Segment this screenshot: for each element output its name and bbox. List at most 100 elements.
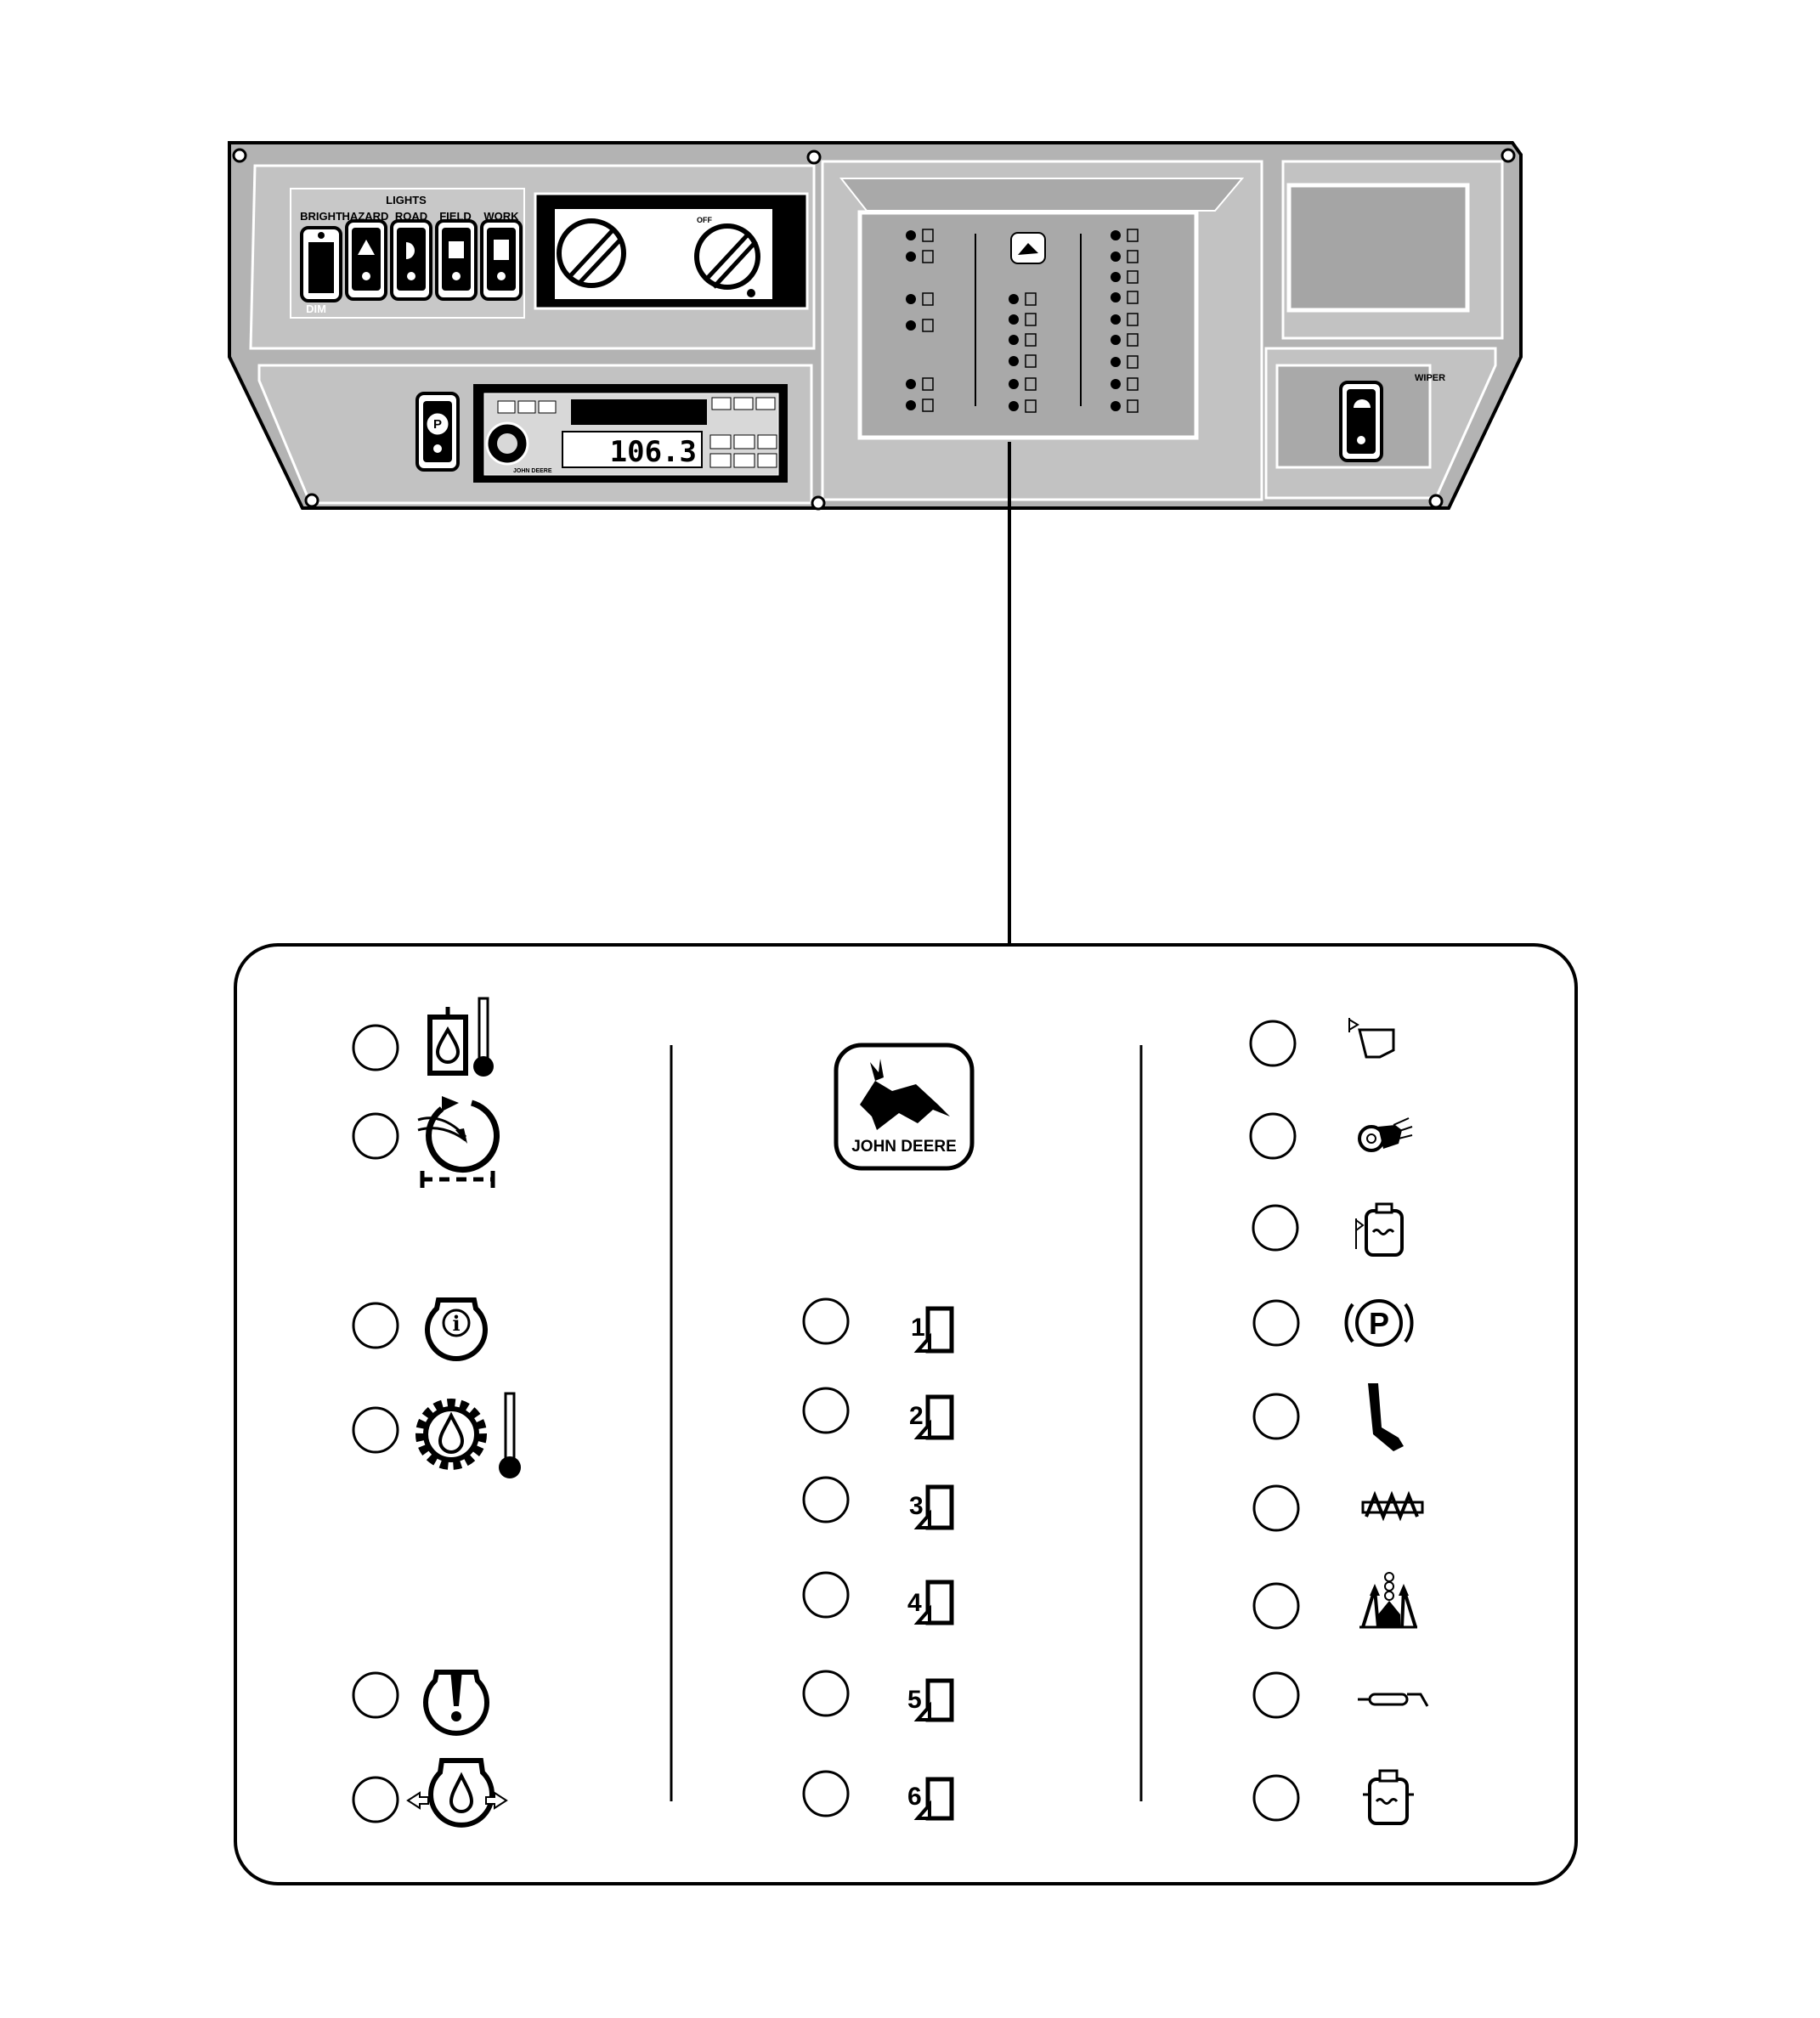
- radio-preset-button[interactable]: [733, 453, 755, 468]
- mini-indicator-icon: [1025, 399, 1037, 413]
- radio-preset-button[interactable]: [497, 400, 516, 414]
- auger-icon: [1361, 1490, 1424, 1522]
- headlight-icon: [406, 242, 415, 259]
- fan-speed-knob[interactable]: [557, 218, 626, 288]
- console-screws: [232, 148, 1516, 511]
- row-unit-6-indicator: 6: [802, 1770, 954, 1821]
- radio-preset-button[interactable]: [709, 453, 732, 468]
- switch-label-bright: BRIGHT: [300, 210, 342, 223]
- mini-indicator-lamp: [906, 400, 916, 410]
- snowflake-icon: [747, 289, 755, 297]
- lights-switch-bank: LIGHTS BRIGHT HAZARD ROAD FIELD WORK: [290, 188, 525, 319]
- mini-indicator-icon: [1025, 377, 1037, 391]
- indicator-lamp: [1252, 1582, 1300, 1630]
- indicator-lamp: [1252, 1204, 1299, 1252]
- field-light-switch[interactable]: [435, 219, 478, 301]
- svg-text:2: 2: [909, 1402, 924, 1430]
- climate-control-panel: OFF: [534, 192, 809, 310]
- engine-oil-pressure-icon: [406, 1758, 508, 1828]
- mini-indicator-lamp: [1009, 379, 1019, 389]
- row-unit-1-icon: 1: [911, 1306, 954, 1354]
- bright-dim-switch[interactable]: [300, 226, 342, 302]
- mini-indicator-lamp: [1111, 292, 1121, 302]
- indicator-lamp: [802, 1571, 850, 1619]
- mini-indicator-lamp: [1009, 401, 1019, 411]
- mini-indicator-lamp: [1009, 335, 1019, 345]
- radio-preset-button[interactable]: [711, 397, 732, 410]
- knob-off-label: OFF: [697, 216, 712, 224]
- mini-indicator-lamp: [1111, 252, 1121, 262]
- right-indicator-column: P: [1249, 1018, 1429, 1825]
- mini-indicator-icon: [1127, 291, 1139, 304]
- indicator-lamp: [352, 1112, 399, 1160]
- radio-preset-button[interactable]: [733, 397, 754, 410]
- indicator-lamp: [802, 1770, 850, 1817]
- indicator-lamp: [352, 1671, 399, 1719]
- mini-indicator-lamp: [906, 252, 916, 262]
- radio-preset-button[interactable]: [709, 434, 732, 449]
- display-window: [1286, 183, 1470, 313]
- indicator-lamp: [352, 1302, 399, 1349]
- indicator-lamp: [1249, 1020, 1297, 1067]
- road-light-switch[interactable]: [390, 219, 432, 301]
- mini-indicator-lamp: [1111, 335, 1121, 345]
- radio-preset-button[interactable]: [757, 453, 777, 468]
- radio-preset-button[interactable]: [755, 397, 776, 410]
- coolant-level-icon: [1355, 1202, 1404, 1257]
- row-unit-1-indicator: 1: [802, 1297, 954, 1354]
- cassette-slot[interactable]: [571, 399, 707, 425]
- radio-preset-button[interactable]: [538, 400, 557, 414]
- mini-indicator-icon: [1127, 270, 1139, 284]
- mini-indicator-icon: [922, 229, 934, 242]
- row-unit-3-icon: 3: [909, 1484, 954, 1530]
- radio-preset-buttons: [497, 397, 777, 468]
- fuel-level-icon: [1348, 1018, 1395, 1059]
- mini-indicator-icon: [1127, 313, 1139, 326]
- radio-preset-button[interactable]: [757, 434, 777, 449]
- mini-indicator-icon: [1025, 333, 1037, 347]
- indicator-lamp: [1252, 1299, 1300, 1347]
- mini-indicator-icon: [1127, 355, 1139, 369]
- indicator-lamp: [1252, 1484, 1300, 1532]
- mini-indicator-lamp: [1009, 314, 1019, 325]
- svg-text:4: 4: [907, 1589, 922, 1617]
- center-bezel-inner: [839, 178, 1245, 212]
- radio-brand: JOHN DEERE: [513, 468, 552, 474]
- cotton-basket-icon: [1359, 1572, 1417, 1629]
- mini-indicator-icon: [1127, 333, 1139, 347]
- mini-indicator-lamp: [906, 379, 916, 389]
- hazard-switch[interactable]: [345, 219, 387, 301]
- wiper-icon: [1354, 399, 1371, 408]
- wiper-label: WIPER: [1415, 373, 1445, 383]
- mini-indicator-icon: [1127, 250, 1139, 263]
- work-light-switch[interactable]: [480, 219, 523, 301]
- svg-text:1: 1: [911, 1314, 925, 1342]
- radio-preset-button[interactable]: [517, 400, 536, 414]
- park-brake-switch[interactable]: P: [415, 392, 460, 472]
- mini-indicator-icon: [922, 292, 934, 306]
- svg-text:6: 6: [907, 1783, 922, 1811]
- row-unit-6-icon: 6: [907, 1777, 954, 1821]
- mini-logo: [1010, 232, 1046, 264]
- indicator-lamp: [802, 1670, 850, 1717]
- svg-text:3: 3: [909, 1492, 924, 1520]
- lights-title: LIGHTS: [386, 194, 427, 206]
- coolant-temperature-icon: [1363, 1769, 1414, 1825]
- svg-text:5: 5: [907, 1686, 922, 1714]
- mini-indicator-lamp: [1009, 356, 1019, 366]
- mini-indicator-icon: [922, 319, 934, 332]
- indicator-lamp: [1252, 1671, 1300, 1719]
- radio-display: [562, 431, 703, 468]
- row-unit-4-icon: 4: [907, 1580, 954, 1625]
- mini-indicator-lamp: [1111, 314, 1121, 325]
- wiper-switch[interactable]: [1339, 381, 1383, 462]
- temperature-knob[interactable]: [694, 223, 760, 290]
- radio-unit: 106.3 JOHN DEERE: [473, 384, 788, 483]
- left-indicator-column: i: [352, 997, 521, 1828]
- mini-indicator-icon: [1127, 229, 1139, 242]
- mini-indicator-lamp: [1111, 379, 1121, 389]
- radio-preset-button[interactable]: [733, 434, 755, 449]
- row-unit-3-indicator: 3: [802, 1476, 954, 1530]
- row-unit-2-icon: 2: [909, 1394, 954, 1440]
- parking-brake-icon: [427, 413, 449, 435]
